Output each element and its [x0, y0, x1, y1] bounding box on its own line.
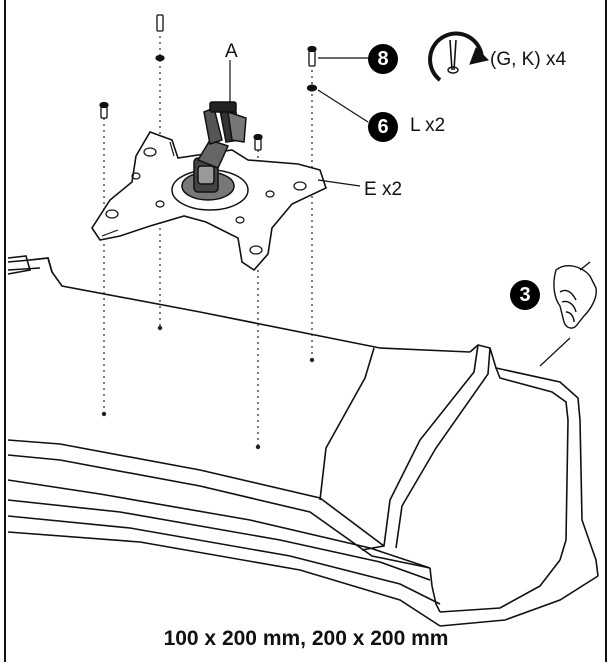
step-badge-6: 6 [368, 112, 398, 142]
vesa-size-caption: 100 x 200 mm, 200 x 200 mm [163, 627, 449, 650]
washers-label: L x2 [410, 115, 446, 136]
leader-lines [317, 57, 571, 367]
bracket-a [171, 101, 249, 211]
screw-icon [307, 45, 317, 67]
screws-label: (G, K) x4 [490, 49, 567, 70]
screw-holes [101, 325, 315, 450]
washer-icon [306, 84, 318, 92]
plate-label: E x2 [364, 179, 403, 200]
step-badge-3: 3 [510, 280, 540, 310]
bracket-label: A [225, 41, 238, 62]
step-badge-8: 8 [368, 44, 398, 74]
screw-guides [103, 36, 313, 445]
hand-icon [553, 261, 598, 329]
screw-icon [99, 101, 109, 119]
screw-icon [155, 14, 165, 62]
tighten-rotate-icon [428, 31, 489, 82]
screw-icon [253, 133, 263, 151]
monitor-panel [7, 255, 599, 627]
screw-icons [99, 14, 318, 151]
frame-borders [4, 0, 607, 662]
